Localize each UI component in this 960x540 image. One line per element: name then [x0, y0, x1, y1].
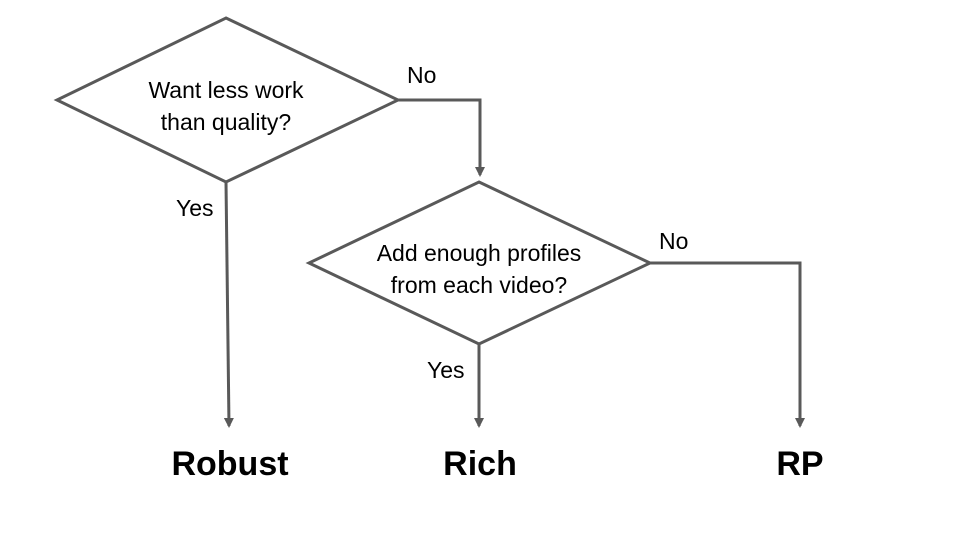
edge-d2-no-arrow: [650, 261, 805, 428]
edge-d2-no-label: No: [659, 228, 689, 254]
edge-d2-yes-label: Yes: [427, 357, 465, 383]
edge-d1-yes-label: Yes: [176, 195, 214, 221]
edge-d1-no-label: No: [407, 62, 437, 88]
decision-2-label: Add enough profiles from each video?: [344, 237, 614, 301]
outcome-rp: RP: [776, 445, 824, 483]
outcome-robust: Robust: [171, 445, 289, 483]
edge-d1-no-arrow: [398, 98, 485, 177]
edge-d1-yes-arrow: [223, 181, 234, 428]
decision-1-label: Want less work than quality?: [116, 74, 336, 138]
outcome-rich: Rich: [443, 445, 517, 483]
decision-1-line-2: than quality?: [160, 109, 292, 135]
decision-1-line-1: Want less work: [148, 77, 304, 103]
decision-2-line-2: from each video?: [390, 272, 568, 298]
decision-2-line-1: Add enough profiles: [376, 240, 582, 266]
